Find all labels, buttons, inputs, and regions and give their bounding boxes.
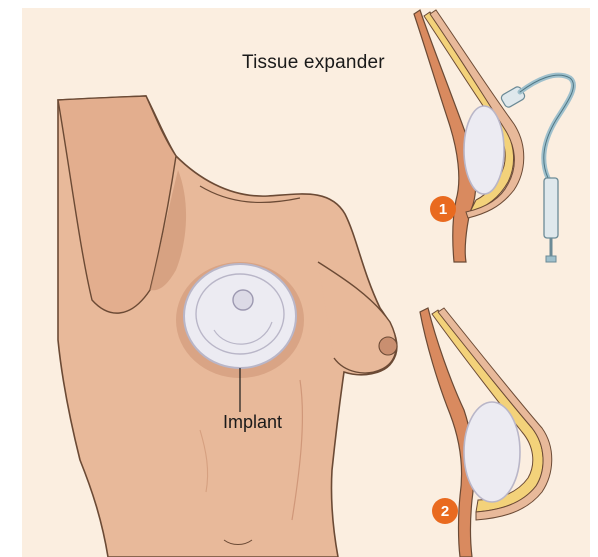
step-1-number: 1 xyxy=(439,201,447,218)
expander-balloon xyxy=(464,106,504,194)
implant-label: Implant xyxy=(223,412,282,433)
implant-body xyxy=(184,264,296,368)
step-1-badge: 1 xyxy=(430,196,456,222)
syringe-body xyxy=(544,178,558,238)
implant-port xyxy=(233,290,253,310)
nipple xyxy=(379,337,397,355)
step-2-badge: 2 xyxy=(432,498,458,524)
final-implant xyxy=(464,402,520,502)
syringe-cap xyxy=(546,256,556,262)
step-2-number: 2 xyxy=(441,503,449,520)
tissue-expander-label: Tissue expander xyxy=(242,52,385,74)
